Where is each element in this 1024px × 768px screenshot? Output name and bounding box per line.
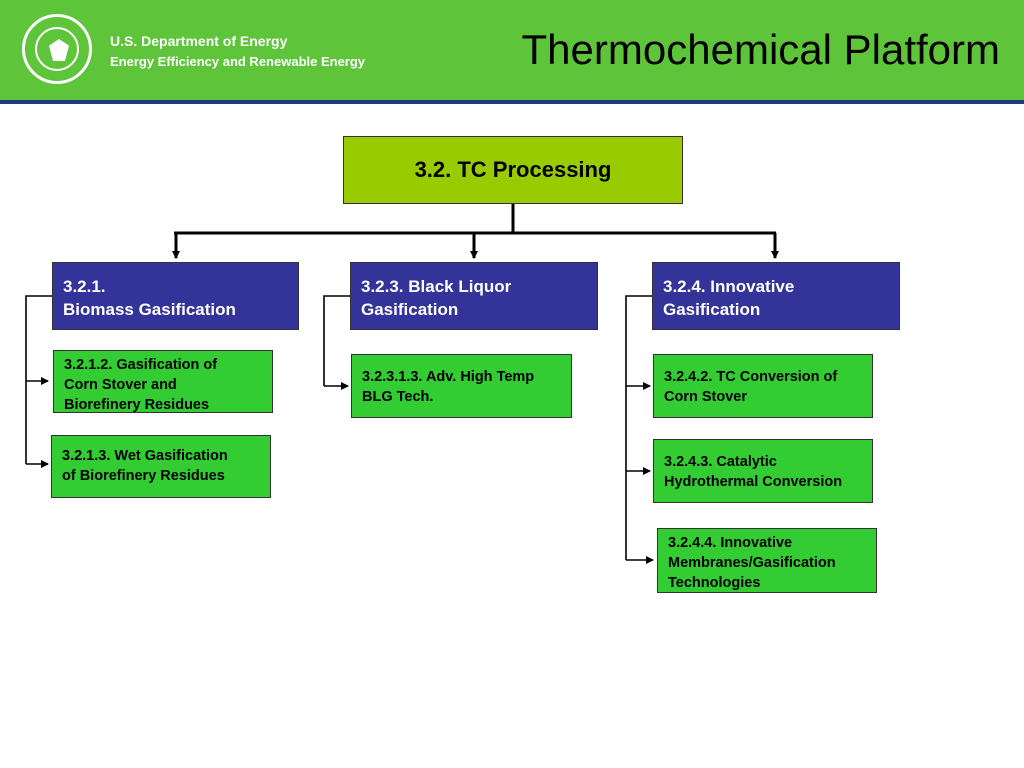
- node-label-line: Biomass Gasification: [63, 300, 236, 319]
- node-label-line: 3.2.1.3. Wet Gasification: [62, 448, 228, 464]
- node-label-line: Technologies: [668, 575, 761, 591]
- node-label-line: Membranes/Gasification: [668, 555, 836, 571]
- node-label-line: 3.2.3. Black Liquor: [361, 277, 512, 296]
- doe-seal-logo: [22, 14, 92, 84]
- node-label-line: 3.2.4.2. TC Conversion of: [664, 369, 838, 385]
- bracket-branch-2: [323, 295, 350, 386]
- node-3-2-4-innovative-gasification: 3.2.4. Innovative Gasification: [652, 262, 900, 330]
- node-label-line: Hydrothermal Conversion: [664, 474, 843, 490]
- node-root-label: 3.2. TC Processing: [414, 157, 612, 182]
- node-label-line: 3.2.4.4. Innovative: [668, 535, 793, 551]
- node-label-line: 3.2.1.2. Gasification of: [64, 357, 218, 373]
- org-name: U.S. Department of Energy: [110, 33, 288, 49]
- node-label-line: 3.2.4.3. Catalytic: [664, 454, 777, 470]
- node-label-line: 3.2.4. Innovative: [663, 277, 795, 296]
- bracket-branch-3: [625, 295, 652, 560]
- node-label-line: 3.2.3.1.3. Adv. High Temp: [362, 369, 535, 385]
- node-3-2-4-4-innovative-membranes: 3.2.4.4. Innovative Membranes/Gasificati…: [657, 528, 877, 593]
- slide-header: U.S. Department of Energy Energy Efficie…: [0, 0, 1024, 100]
- node-label-line: Corn Stover: [664, 389, 747, 405]
- seal-inner-ring: [35, 27, 79, 71]
- node-3-2-3-black-liquor-gasification: 3.2.3. Black Liquor Gasification: [350, 262, 598, 330]
- node-root-tc-processing: 3.2. TC Processing: [343, 136, 683, 204]
- slide-title: Thermochemical Platform: [521, 26, 1000, 73]
- header-divider: [0, 100, 1024, 104]
- node-label-line: Biorefinery Residues: [64, 397, 210, 413]
- node-3-2-1-3-wet-gasification: 3.2.1.3. Wet Gasification of Biorefinery…: [51, 435, 271, 498]
- eagle-icon: [49, 39, 69, 61]
- node-label-line: Corn Stover and: [64, 377, 177, 393]
- node-3-2-1-2-gasification-corn-stover: 3.2.1.2. Gasification of Corn Stover and…: [53, 350, 273, 413]
- bracket-branch-1: [25, 295, 52, 464]
- org-office: Energy Efficiency and Renewable Energy: [110, 54, 366, 69]
- node-label-line: of Biorefinery Residues: [62, 468, 225, 484]
- node-3-2-4-2-tc-conversion-corn-stover: 3.2.4.2. TC Conversion of Corn Stover: [653, 354, 873, 418]
- node-label-line: 3.2.1.: [63, 277, 106, 296]
- node-label-line: Gasification: [663, 300, 761, 319]
- node-label-line: Gasification: [361, 300, 459, 319]
- node-3-2-1-biomass-gasification: 3.2.1. Biomass Gasification: [52, 262, 299, 330]
- node-3-2-3-1-3-adv-high-temp-blg: 3.2.3.1.3. Adv. High Temp BLG Tech.: [351, 354, 572, 418]
- node-3-2-4-3-catalytic-hydrothermal: 3.2.4.3. Catalytic Hydrothermal Conversi…: [653, 439, 873, 503]
- node-label-line: BLG Tech.: [362, 389, 434, 405]
